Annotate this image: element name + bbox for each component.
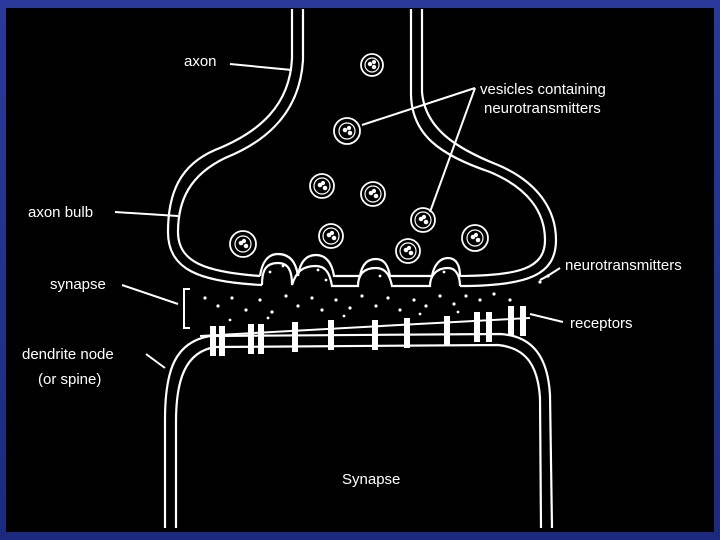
vesicle bbox=[333, 117, 361, 145]
dendrite-membrane bbox=[163, 332, 554, 529]
vesicle bbox=[410, 207, 436, 233]
axon-bulb-membrane bbox=[166, 9, 558, 288]
labels: axon vesicles containing neurotransmitte… bbox=[22, 53, 682, 488]
vesicle bbox=[309, 173, 335, 199]
label-axon-bulb: axon bulb bbox=[28, 204, 93, 221]
vesicle bbox=[360, 53, 384, 77]
label-dendrite: dendrite node bbox=[22, 346, 114, 363]
vesicle bbox=[318, 223, 344, 249]
receptors-group bbox=[199, 306, 531, 356]
vesicle bbox=[360, 181, 386, 207]
diagram-panel bbox=[6, 8, 714, 532]
vesicle bbox=[395, 238, 421, 264]
caption-synapse: Synapse bbox=[342, 471, 400, 488]
vesicles-group bbox=[229, 53, 489, 264]
label-receptors: receptors bbox=[570, 315, 633, 332]
vesicle bbox=[461, 224, 489, 252]
label-neurotransmitters: neurotransmitters bbox=[565, 257, 682, 274]
vesicle bbox=[229, 230, 257, 258]
neurotransmitter-dots bbox=[203, 264, 550, 322]
label-vesicles: vesicles containing bbox=[480, 81, 606, 98]
label-vesicles-line2: neurotransmitters bbox=[484, 100, 601, 117]
leader-lines bbox=[114, 63, 564, 369]
label-dendrite-line2: (or spine) bbox=[38, 371, 101, 388]
label-axon: axon bbox=[184, 53, 217, 70]
label-synapse: synapse bbox=[50, 276, 106, 293]
